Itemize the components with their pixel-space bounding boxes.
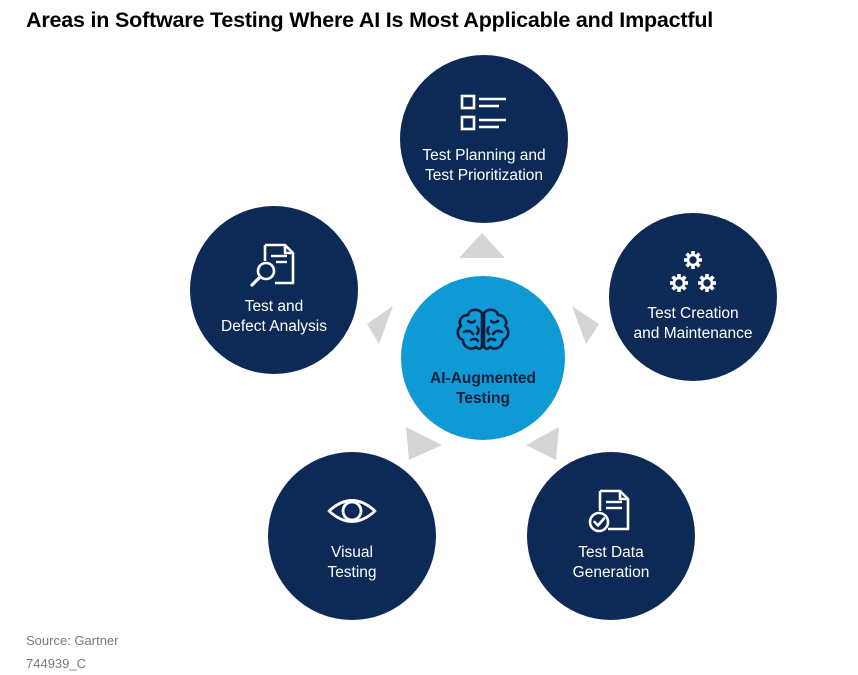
brain-icon <box>456 308 510 351</box>
node-test-defect-analysis: Test and Defect Analysis <box>190 206 358 374</box>
node-label: Test and Defect Analysis <box>221 298 327 335</box>
node-label: Visual Testing <box>327 544 377 581</box>
center-label: AI-Augmented Testing <box>430 370 536 407</box>
node-label: Test Data Generation <box>572 544 650 581</box>
document-search-icon <box>250 243 295 287</box>
eye-icon <box>327 499 377 523</box>
arrow-down-left <box>406 427 442 460</box>
document-check-icon <box>588 489 630 533</box>
arrow-up <box>459 233 505 258</box>
node-ai-augmented-testing: AI-Augmented Testing <box>401 276 565 440</box>
node-label: Test Creation and Maintenance <box>633 305 753 342</box>
node-label: Test Planning and Test Prioritization <box>422 147 546 184</box>
figure-id: 744939_C <box>26 656 86 671</box>
diagram-title: Areas in Software Testing Where AI Is Mo… <box>26 8 714 32</box>
source-note: Source: Gartner <box>26 633 119 648</box>
node-test-data-generation: Test Data Generation <box>527 452 695 620</box>
arrow-right <box>572 306 599 344</box>
node-visual-testing: Visual Testing <box>268 452 436 620</box>
checklist-icon <box>460 94 506 131</box>
node-test-planning: Test Planning and Test Prioritization <box>400 55 568 223</box>
arrow-down-right <box>526 427 559 460</box>
node-test-creation: Test Creation and Maintenance <box>609 213 777 381</box>
arrow-left <box>367 306 393 344</box>
gears-icon <box>670 251 716 292</box>
